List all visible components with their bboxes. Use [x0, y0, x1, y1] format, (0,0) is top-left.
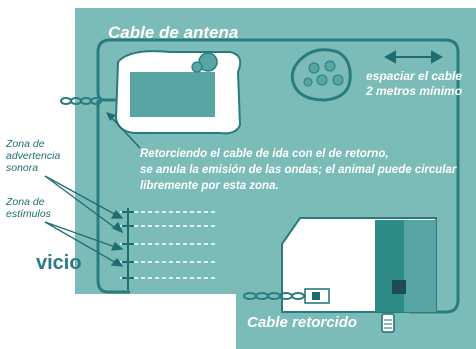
twisted-cable-house	[243, 292, 305, 300]
twisted-cable-pool	[60, 97, 102, 105]
label-espaciar: espaciar el cable 2 metros mínimo	[366, 69, 462, 99]
flower-icons	[303, 60, 344, 87]
antenna-cable-left	[96, 100, 130, 294]
zone-callout-lines	[44, 175, 124, 267]
pointer-arrow-head	[106, 112, 116, 121]
label-cable-retorcido: Cable retorcido	[247, 314, 358, 331]
flower-bed-boundary	[290, 48, 352, 102]
label-zona-advertencia-line3: sonora	[6, 162, 39, 174]
connector-plug	[312, 292, 320, 300]
label-zona-advertencia: Zona de advertencia sonora	[6, 138, 60, 174]
label-retorciendo-line1: Retorciendo el cable de ida con el de re…	[140, 148, 389, 160]
antenna-cable-loop	[96, 38, 460, 314]
cable-coil-icon	[381, 313, 395, 333]
label-zona-advertencia-line1: Zona de	[6, 138, 45, 150]
zone-markers	[122, 208, 134, 290]
label-cable-antena: Cable de antena	[108, 23, 239, 42]
label-caja-emisora: Caja emisora	[293, 264, 374, 279]
label-retorciendo-line3: libremente por esta zona.	[140, 180, 279, 192]
pool-ball-small	[191, 61, 203, 73]
label-retorciendo-line2: se anula la emisión de las ondas; el ani…	[140, 164, 457, 176]
spacing-arrow	[383, 50, 444, 64]
label-retorciendo: Retorciendo el cable de ida con el de re…	[140, 146, 456, 194]
label-zona-advertencia-line2: advertencia	[6, 150, 61, 162]
zone-dashes	[120, 211, 215, 279]
pointer-arrow-twisted	[109, 115, 141, 149]
label-zona-estimulos-line1: Zona de	[6, 196, 45, 208]
label-espaciar-line1: espaciar el cable	[366, 69, 463, 83]
label-espaciar-line2: 2 metros mínimo	[366, 84, 463, 98]
partial-heading: vicio	[36, 252, 82, 274]
pool-water	[130, 72, 215, 117]
transmitter-box	[392, 280, 406, 294]
label-zona-estimulos-line2: estímulos	[6, 208, 51, 220]
label-zona-estimulos: Zona de estímulos	[6, 196, 51, 220]
house-light-block	[404, 220, 436, 312]
